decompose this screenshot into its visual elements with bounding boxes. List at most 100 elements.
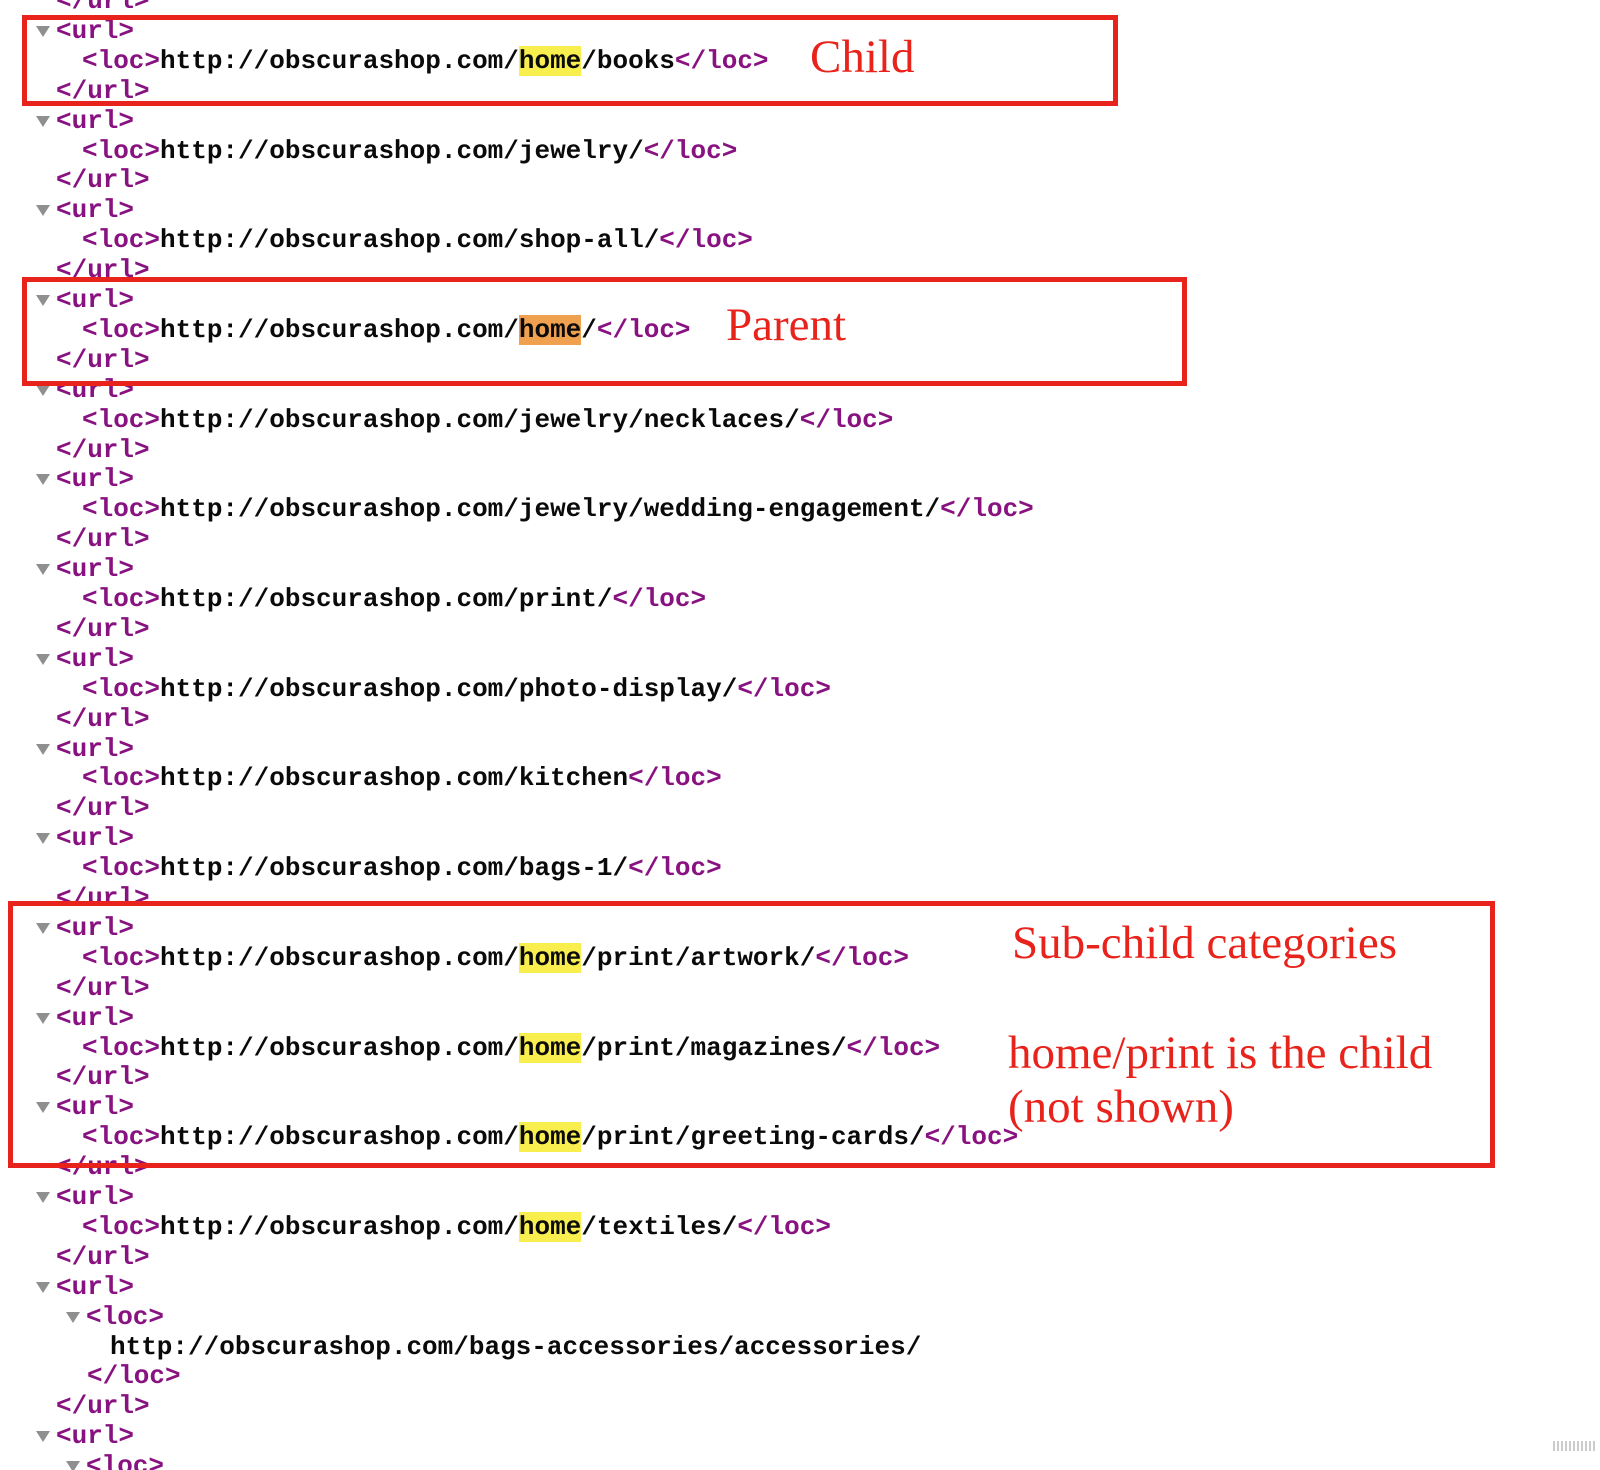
url-open-line: <url> <box>36 1182 134 1212</box>
xml-tag: </loc> <box>799 404 894 435</box>
xml-tag: </loc> <box>628 853 722 884</box>
url-text: http://obscurashop.com/print/ <box>160 584 613 614</box>
loc-open-line: <loc> <box>66 1451 164 1470</box>
url-text: / <box>581 314 597 345</box>
loc-line: <loc>http://obscurashop.com/home/print/a… <box>82 942 909 973</box>
expand-arrow-icon[interactable] <box>66 1461 80 1470</box>
xml-tag: </loc> <box>628 763 722 794</box>
expand-arrow-icon[interactable] <box>36 295 50 306</box>
url-close-line: </url> <box>56 883 150 913</box>
expand-arrow-icon[interactable] <box>36 1192 50 1203</box>
xml-tag: </loc> <box>924 1122 1019 1153</box>
xml-tag: </url> <box>56 255 150 286</box>
expand-arrow-icon[interactable] <box>36 1012 50 1024</box>
xml-tag: </url> <box>56 1241 150 1272</box>
xml-tag: <loc> <box>82 1122 161 1153</box>
xml-tag: </loc> <box>659 225 753 256</box>
child-annotation-label: Child <box>810 31 915 83</box>
url-text: http://obscurashop.com/ <box>160 1211 519 1242</box>
url-open-line: <url> <box>36 1421 134 1451</box>
url-close-line: </url> <box>56 1152 150 1182</box>
url-open-line: <url> <box>36 464 134 494</box>
xml-tag: </url> <box>56 434 150 465</box>
xml-tag: <url> <box>56 1002 135 1033</box>
xml-tag: <url> <box>56 733 135 764</box>
url-close-line: </url> <box>56 524 150 554</box>
url-text: http://obscurashop.com/photo-display/ <box>160 673 738 704</box>
loc-line: <loc>http://obscurashop.com/print/</loc> <box>82 584 706 614</box>
xml-tag: </loc> <box>596 314 691 345</box>
loc-line: <loc>http://obscurashop.com/photo-displa… <box>82 674 831 704</box>
loc-line: <loc>http://obscurashop.com/home/books</… <box>82 45 769 76</box>
xml-tag: <loc> <box>82 135 161 166</box>
xml-tag: </loc> <box>612 584 707 614</box>
url-open-line: <url> <box>36 285 134 315</box>
url-text: /books <box>581 45 675 76</box>
expand-arrow-icon[interactable] <box>36 922 50 934</box>
url-close-line: </url> <box>56 345 150 375</box>
url-text: http://obscurashop.com/ <box>160 1032 519 1063</box>
xml-tag: </url> <box>56 793 150 824</box>
url-close-line: </url> <box>56 704 150 734</box>
url-open-line: <url> <box>36 195 134 225</box>
xml-tag: <url> <box>56 15 135 46</box>
xml-tag: </loc> <box>674 45 769 76</box>
expand-arrow-icon[interactable] <box>36 25 50 37</box>
xml-tag: </url> <box>56 1062 150 1093</box>
subchild-note-line1: home/print is the child <box>1008 1027 1433 1079</box>
expand-arrow-icon[interactable] <box>36 743 50 755</box>
expand-arrow-icon[interactable] <box>66 1311 80 1323</box>
loc-line: <loc>http://obscurashop.com/jewelry/wedd… <box>82 494 1034 524</box>
url-text: /print/artwork/ <box>581 942 816 973</box>
url-close-line: </url> <box>56 255 150 285</box>
expand-arrow-icon[interactable] <box>36 1431 50 1443</box>
xml-tag: <url> <box>56 1421 135 1452</box>
expand-arrow-icon[interactable] <box>36 564 50 576</box>
xml-tag: </url> <box>56 165 150 196</box>
url-text: http://obscurashop.com/bags-accessories/… <box>110 1331 922 1362</box>
url-text: /print/greeting-cards/ <box>581 1122 925 1153</box>
expand-arrow-icon[interactable] <box>36 115 50 127</box>
url-open-line: <url> <box>36 1003 134 1033</box>
expand-arrow-icon[interactable] <box>36 653 50 665</box>
xml-tag: </loc> <box>737 1211 831 1242</box>
url-close-line: </url> <box>56 1062 150 1092</box>
search-highlight: home <box>518 1122 582 1153</box>
xml-tag: <loc> <box>82 404 161 435</box>
search-highlight: home <box>518 1211 582 1242</box>
url-text: http://obscurashop.com/jewelry/wedding-e… <box>160 494 941 525</box>
loc-line: <loc>http://obscurashop.com/bags-1/</loc… <box>82 853 722 883</box>
loc-line: <loc>http://obscurashop.com/home/textile… <box>82 1211 831 1242</box>
expand-arrow-icon[interactable] <box>36 833 50 845</box>
xml-tag: <loc> <box>82 45 161 76</box>
xml-tag: </url> <box>56 1152 150 1183</box>
url-text: http://obscurashop.com/jewelry/ <box>160 135 644 166</box>
xml-tag: <loc> <box>82 942 161 973</box>
xml-tag: </url> <box>56 344 150 375</box>
url-text: /print/magazines/ <box>581 1032 847 1063</box>
url-open-line: <url> <box>36 106 134 136</box>
expand-arrow-icon[interactable] <box>36 205 50 217</box>
url-close-line: </url> <box>56 165 150 195</box>
url-close-line: </url> <box>56 76 150 106</box>
expand-arrow-icon[interactable] <box>36 1102 50 1114</box>
url-close-line: </url> <box>56 435 150 465</box>
url-text: http://obscurashop.com/ <box>160 1122 519 1153</box>
xml-tag: <loc> <box>82 1032 161 1063</box>
xml-tag: </url> <box>56 883 150 913</box>
expand-arrow-icon[interactable] <box>36 1281 50 1293</box>
subchild-note-line2: (not shown) <box>1008 1081 1234 1133</box>
xml-tag: <url> <box>56 1092 135 1123</box>
xml-tag: </loc> <box>737 673 831 704</box>
xml-tag: </loc> <box>643 135 738 166</box>
xml-tag: <loc> <box>86 1301 165 1332</box>
url-open-line: <url> <box>36 823 134 853</box>
expand-arrow-icon[interactable] <box>36 474 50 486</box>
xml-tag: </url> <box>56 0 150 16</box>
loc-line: <loc>http://obscurashop.com/jewelry/</lo… <box>82 136 737 166</box>
expand-arrow-icon[interactable] <box>36 384 50 396</box>
url-close-line: </url> <box>56 793 150 823</box>
xml-tag: <loc> <box>82 853 161 884</box>
